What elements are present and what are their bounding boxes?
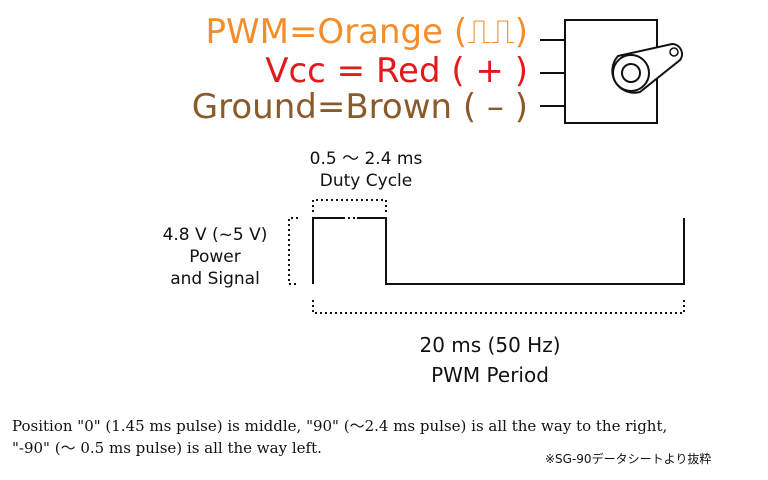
period-value: 20 ms (50 Hz) bbox=[419, 333, 561, 357]
voltage-text: 4.8 V (~5 V) bbox=[162, 225, 268, 245]
duty-cycle-text: Duty Cycle bbox=[319, 171, 413, 191]
source-note: ※SG-90データシートより抜粋 bbox=[545, 452, 712, 466]
caption-line-1: Position "0" (1.45 ms pulse) is middle, … bbox=[12, 417, 668, 435]
period-label: 20 ms (50 Hz) PWM Period bbox=[380, 330, 600, 390]
pulse-rise bbox=[312, 217, 343, 284]
caption-line-2: "-90" (～ 0.5 ms pulse) is all the way le… bbox=[12, 439, 322, 457]
duty-cycle-bracket bbox=[312, 199, 387, 212]
vcc-wire-label: Vcc = Red ( + ) bbox=[265, 51, 528, 91]
ground-wire-label: Ground=Brown ( – ) bbox=[191, 87, 528, 127]
caption: Position "0" (1.45 ms pulse) is middle, … bbox=[12, 415, 762, 459]
period-bracket bbox=[312, 300, 685, 314]
pwm-wire-label: PWM=Orange (⎍⎍) bbox=[205, 12, 528, 52]
duty-cycle-range: 0.5 ～ 2.4 ms bbox=[309, 149, 423, 169]
duty-cycle-label: 0.5 ～ 2.4 ms Duty Cycle bbox=[296, 148, 436, 192]
signal-text: and Signal bbox=[170, 269, 260, 289]
horn-hole bbox=[669, 47, 679, 57]
voltage-bracket bbox=[288, 217, 298, 285]
horn-center bbox=[621, 63, 641, 83]
period-text: PWM Period bbox=[431, 363, 549, 387]
power-signal-label: 4.8 V (~5 V) Power and Signal bbox=[140, 224, 290, 290]
pulse-fall-and-low bbox=[357, 217, 685, 285]
power-text: Power bbox=[189, 247, 241, 267]
